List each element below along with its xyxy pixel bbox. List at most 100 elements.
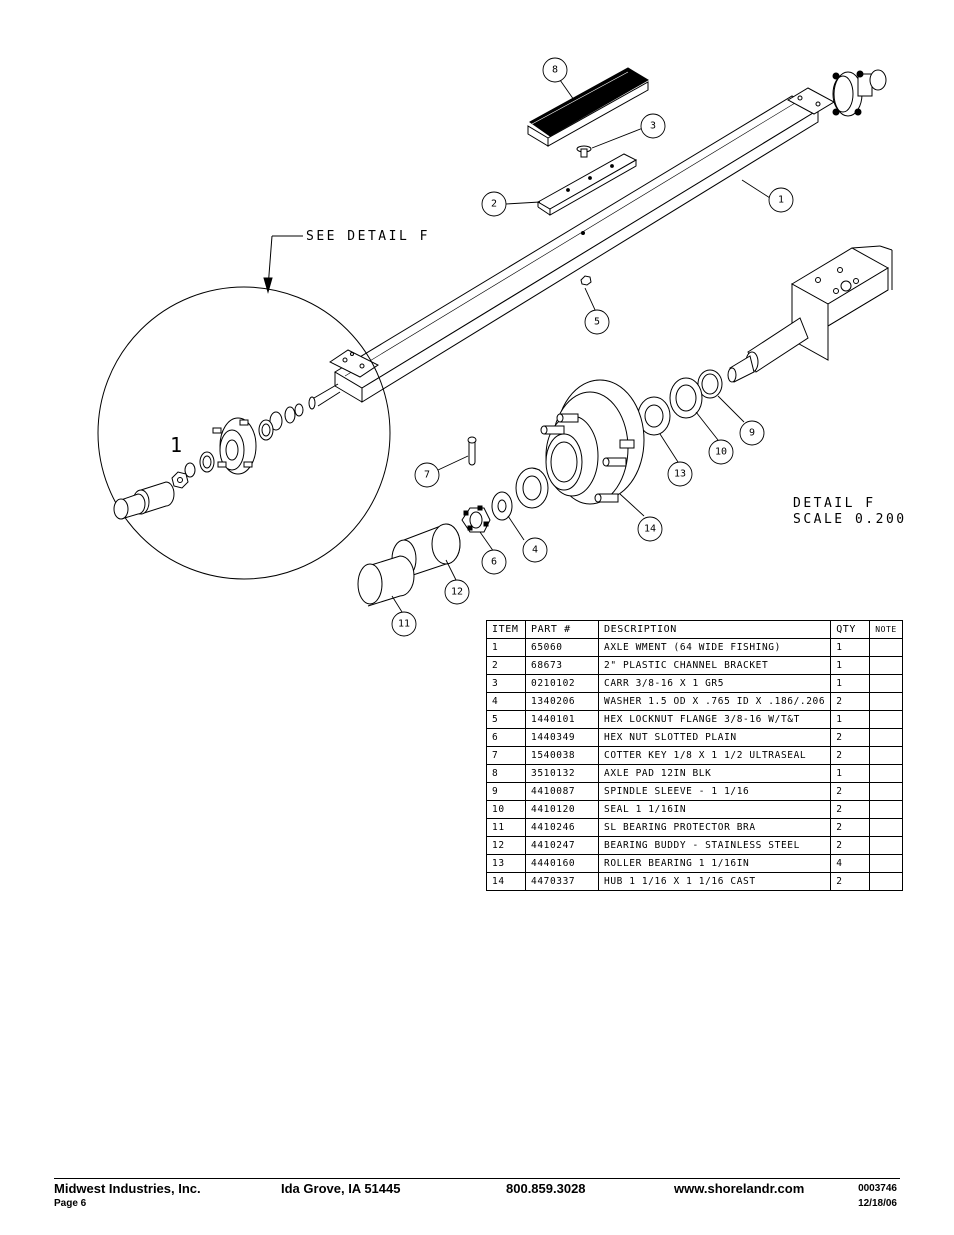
company-phone: 800.859.3028 bbox=[506, 1181, 586, 1196]
balloon-8 bbox=[542, 57, 568, 83]
balloon-6 bbox=[481, 549, 507, 575]
cell-qty: 4 bbox=[830, 854, 871, 873]
balloon-labels: 8 3 2 1 5 7 4 6 12 11 13 10 9 14 bbox=[398, 65, 784, 630]
cell-item: 6 bbox=[486, 728, 526, 747]
cell-item: 4 bbox=[486, 692, 526, 711]
see-detail-leader bbox=[263, 235, 303, 294]
detail-scale: SCALE 0.200 bbox=[793, 512, 907, 527]
cell-note bbox=[869, 710, 904, 729]
cell-note bbox=[869, 872, 904, 891]
cell-part: 4410247 bbox=[525, 836, 599, 855]
balloon-9 bbox=[739, 420, 765, 446]
cell-qty: 2 bbox=[830, 836, 871, 855]
cell-item: 9 bbox=[486, 782, 526, 801]
balloon-label: 13 bbox=[674, 469, 686, 480]
balloon-label: 8 bbox=[552, 65, 558, 76]
detail-title: DETAIL F bbox=[793, 496, 876, 511]
balloon-7 bbox=[414, 462, 440, 488]
column-header-description: DESCRIPTION bbox=[597, 620, 832, 639]
document-number: 0003746 bbox=[858, 1183, 897, 1194]
cell-item: 2 bbox=[486, 656, 526, 675]
cell-note bbox=[869, 746, 904, 765]
cell-item: 11 bbox=[486, 818, 526, 837]
roller-bearing-outer bbox=[515, 467, 549, 509]
cell-part: 4440160 bbox=[525, 854, 599, 873]
cell-qty: 2 bbox=[830, 800, 871, 819]
balloon-label: 1 bbox=[778, 195, 784, 206]
balloon-label: 5 bbox=[594, 317, 600, 328]
balloon-12 bbox=[444, 579, 470, 605]
cell-description: HUB 1 1/16 X 1 1/16 CAST bbox=[597, 872, 832, 891]
cell-description: ROLLER BEARING 1 1/16IN bbox=[597, 854, 832, 873]
cell-part: 4470337 bbox=[525, 872, 599, 891]
cell-note bbox=[869, 800, 904, 819]
slotted-hex-nut bbox=[461, 505, 491, 533]
cell-description: WASHER 1.5 OD X .765 ID X .186/.206 bbox=[597, 692, 832, 711]
cell-item: 8 bbox=[486, 764, 526, 783]
balloon-label: 7 bbox=[424, 470, 430, 481]
cell-description: 2" PLASTIC CHANNEL BRACKET bbox=[597, 656, 832, 675]
cell-item: 10 bbox=[486, 800, 526, 819]
company-name: Midwest Industries, Inc. bbox=[54, 1181, 201, 1196]
cell-item: 12 bbox=[486, 836, 526, 855]
cell-note bbox=[869, 728, 904, 747]
cell-qty: 2 bbox=[830, 692, 871, 711]
cell-item: 1 bbox=[486, 638, 526, 657]
document-date: 12/18/06 bbox=[858, 1198, 897, 1209]
cell-qty: 1 bbox=[830, 638, 871, 657]
balloon-label: 4 bbox=[532, 545, 538, 556]
balloon-11 bbox=[391, 611, 417, 637]
cell-description: SPINDLE SLEEVE - 1 1/16 bbox=[597, 782, 832, 801]
balloon-label: 9 bbox=[749, 428, 755, 439]
cell-qty: 2 bbox=[830, 746, 871, 765]
balloon-label: 10 bbox=[715, 447, 727, 458]
cell-part: 68673 bbox=[525, 656, 599, 675]
hex-locknut bbox=[580, 275, 592, 286]
cell-description: HEX LOCKNUT FLANGE 3/8-16 W/T&T bbox=[597, 710, 832, 729]
cell-item: 13 bbox=[486, 854, 526, 873]
cotter-key bbox=[467, 436, 477, 466]
balloon-label: 14 bbox=[644, 524, 656, 535]
column-header-qty: QTY bbox=[830, 620, 871, 639]
page-number: Page 6 bbox=[54, 1198, 87, 1209]
cell-part: 0210102 bbox=[525, 674, 599, 693]
cell-note bbox=[869, 854, 904, 873]
channel-bracket bbox=[536, 153, 638, 216]
cell-qty: 1 bbox=[830, 764, 871, 783]
footer-rule bbox=[54, 1178, 900, 1179]
company-website: www.shorelandr.com bbox=[674, 1181, 805, 1196]
washer bbox=[491, 491, 513, 521]
cell-description: HEX NUT SLOTTED PLAIN bbox=[597, 728, 832, 747]
cell-part: 1340206 bbox=[525, 692, 599, 711]
balloon-label: 12 bbox=[451, 587, 463, 598]
balloon-3 bbox=[640, 113, 666, 139]
balloon-4 bbox=[522, 537, 548, 563]
cell-description: COTTER KEY 1/8 X 1 1/2 ULTRASEAL bbox=[597, 746, 832, 765]
cell-part: 65060 bbox=[525, 638, 599, 657]
cell-item: 3 bbox=[486, 674, 526, 693]
cell-note bbox=[869, 818, 904, 837]
cell-qty: 1 bbox=[830, 674, 871, 693]
cell-item: 7 bbox=[486, 746, 526, 765]
cell-qty: 2 bbox=[830, 782, 871, 801]
column-header-part: PART # bbox=[525, 620, 599, 639]
cell-description: CARR 3/8-16 X 1 GR5 bbox=[597, 674, 832, 693]
balloon-5 bbox=[584, 309, 610, 335]
balloon-label: 6 bbox=[491, 557, 497, 568]
hub bbox=[540, 379, 645, 505]
balloon-label: 2 bbox=[491, 199, 497, 210]
cell-qty: 1 bbox=[830, 710, 871, 729]
balloon-2 bbox=[481, 191, 507, 217]
balloons bbox=[391, 57, 794, 637]
cell-note bbox=[869, 692, 904, 711]
